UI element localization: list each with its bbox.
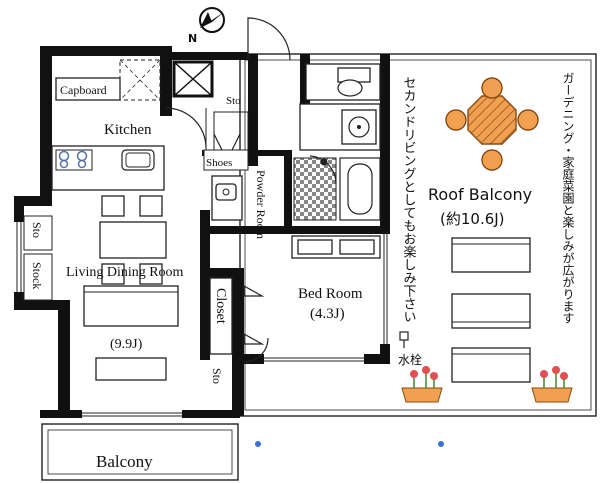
patio-table-set <box>445 77 539 171</box>
lounge-chairs <box>451 237 531 383</box>
stove-icon <box>58 150 88 169</box>
bathroom-fixtures <box>293 155 381 221</box>
caption-second-living: セカンドリビングとしてもお楽しみ下さい <box>401 76 417 323</box>
label-closet: Closet <box>213 288 228 324</box>
label-living-area: (9.9J) <box>110 337 143 352</box>
label-balcony: Balcony <box>96 452 153 471</box>
label-kitchen: Kitchen <box>104 122 152 138</box>
label-powder-room: Powder Room <box>254 170 268 240</box>
flower-planter-left <box>401 366 443 403</box>
kitchen-fixtures <box>51 59 165 191</box>
entrance-fixtures <box>165 17 291 150</box>
north-arrow-icon <box>199 7 225 33</box>
label-shoes: Shoes <box>206 157 232 169</box>
balcony <box>41 423 239 481</box>
label-stock: Stock <box>30 262 44 289</box>
label-cupboard: Capboard <box>60 83 107 97</box>
north-label: N <box>188 32 197 45</box>
marker-dot-right <box>438 441 444 447</box>
label-storage-top: Sto <box>226 95 241 107</box>
left-closets <box>23 215 53 301</box>
label-water-tap: 水栓 <box>398 352 422 367</box>
roof-balcony-outline <box>239 53 597 417</box>
windows <box>14 222 390 418</box>
powder-room-fixtures <box>211 175 243 221</box>
sink-icon <box>121 149 155 171</box>
label-living-dining: Living Dining Room <box>66 265 184 280</box>
water-tap-icon <box>399 331 409 348</box>
caption-gardening: ガーデニング・家庭菜園と楽しみが広がります <box>561 72 575 324</box>
flower-planter-right <box>531 366 573 403</box>
living-furniture <box>83 285 179 381</box>
label-bed-room: Bed Room <box>298 286 363 302</box>
label-storage-left: Sto <box>30 222 44 238</box>
label-storage-bottom: Sto <box>210 368 224 384</box>
bedroom-fixtures <box>209 235 381 363</box>
marker-dot-left <box>255 441 261 447</box>
dining-set <box>99 195 167 285</box>
label-bed-room-area: (4.3J) <box>310 306 345 322</box>
label-roof-balcony-area: (約10.6J) <box>440 210 505 228</box>
label-roof-balcony: Roof Balcony <box>428 185 532 204</box>
toilet-area <box>213 63 381 151</box>
